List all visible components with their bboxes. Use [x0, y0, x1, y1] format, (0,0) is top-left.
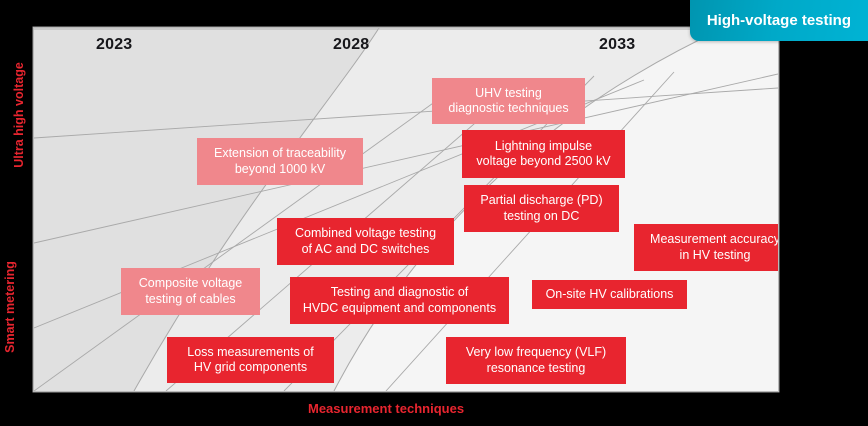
node-testing-hvdc[interactable]: Testing and diagnostic of HVDC equipment…	[290, 277, 509, 324]
chart-panel: 2023 2028 2033 UHV testing diagnostic te…	[33, 27, 779, 392]
node-lightning-impulse[interactable]: Lightning impulse voltage beyond 2500 kV	[462, 130, 625, 178]
axis-title-y-top: Ultra high voltage	[11, 62, 26, 168]
node-vlf-resonance[interactable]: Very low frequency (VLF) resonance testi…	[446, 337, 626, 384]
node-composite-voltage[interactable]: Composite voltage testing of cables	[121, 268, 260, 315]
year-label-2033: 2033	[599, 36, 636, 53]
year-label-2023: 2023	[96, 36, 133, 53]
band-arcs	[34, 28, 778, 391]
node-onsite-calibrations[interactable]: On-site HV calibrations	[532, 280, 687, 309]
node-combined-voltage[interactable]: Combined voltage testing of AC and DC sw…	[277, 218, 454, 265]
high-voltage-testing-badge: High-voltage testing	[689, 0, 868, 41]
node-extension-traceability[interactable]: Extension of traceability beyond 1000 kV	[197, 138, 363, 185]
node-loss-measurements[interactable]: Loss measurements of HV grid components	[167, 337, 334, 383]
node-partial-discharge[interactable]: Partial discharge (PD) testing on DC	[464, 185, 619, 232]
axis-title-x: Measurement techniques	[308, 401, 465, 416]
node-measurement-accuracy[interactable]: Measurement accuracy in HV testing	[634, 224, 778, 271]
badge-label: High-voltage testing	[706, 12, 851, 29]
axis-title-y-bottom: Smart metering	[2, 261, 17, 353]
year-label-2028: 2028	[333, 36, 370, 53]
node-uhv-testing[interactable]: UHV testing diagnostic techniques	[432, 78, 585, 124]
band-2023-area	[34, 28, 379, 391]
